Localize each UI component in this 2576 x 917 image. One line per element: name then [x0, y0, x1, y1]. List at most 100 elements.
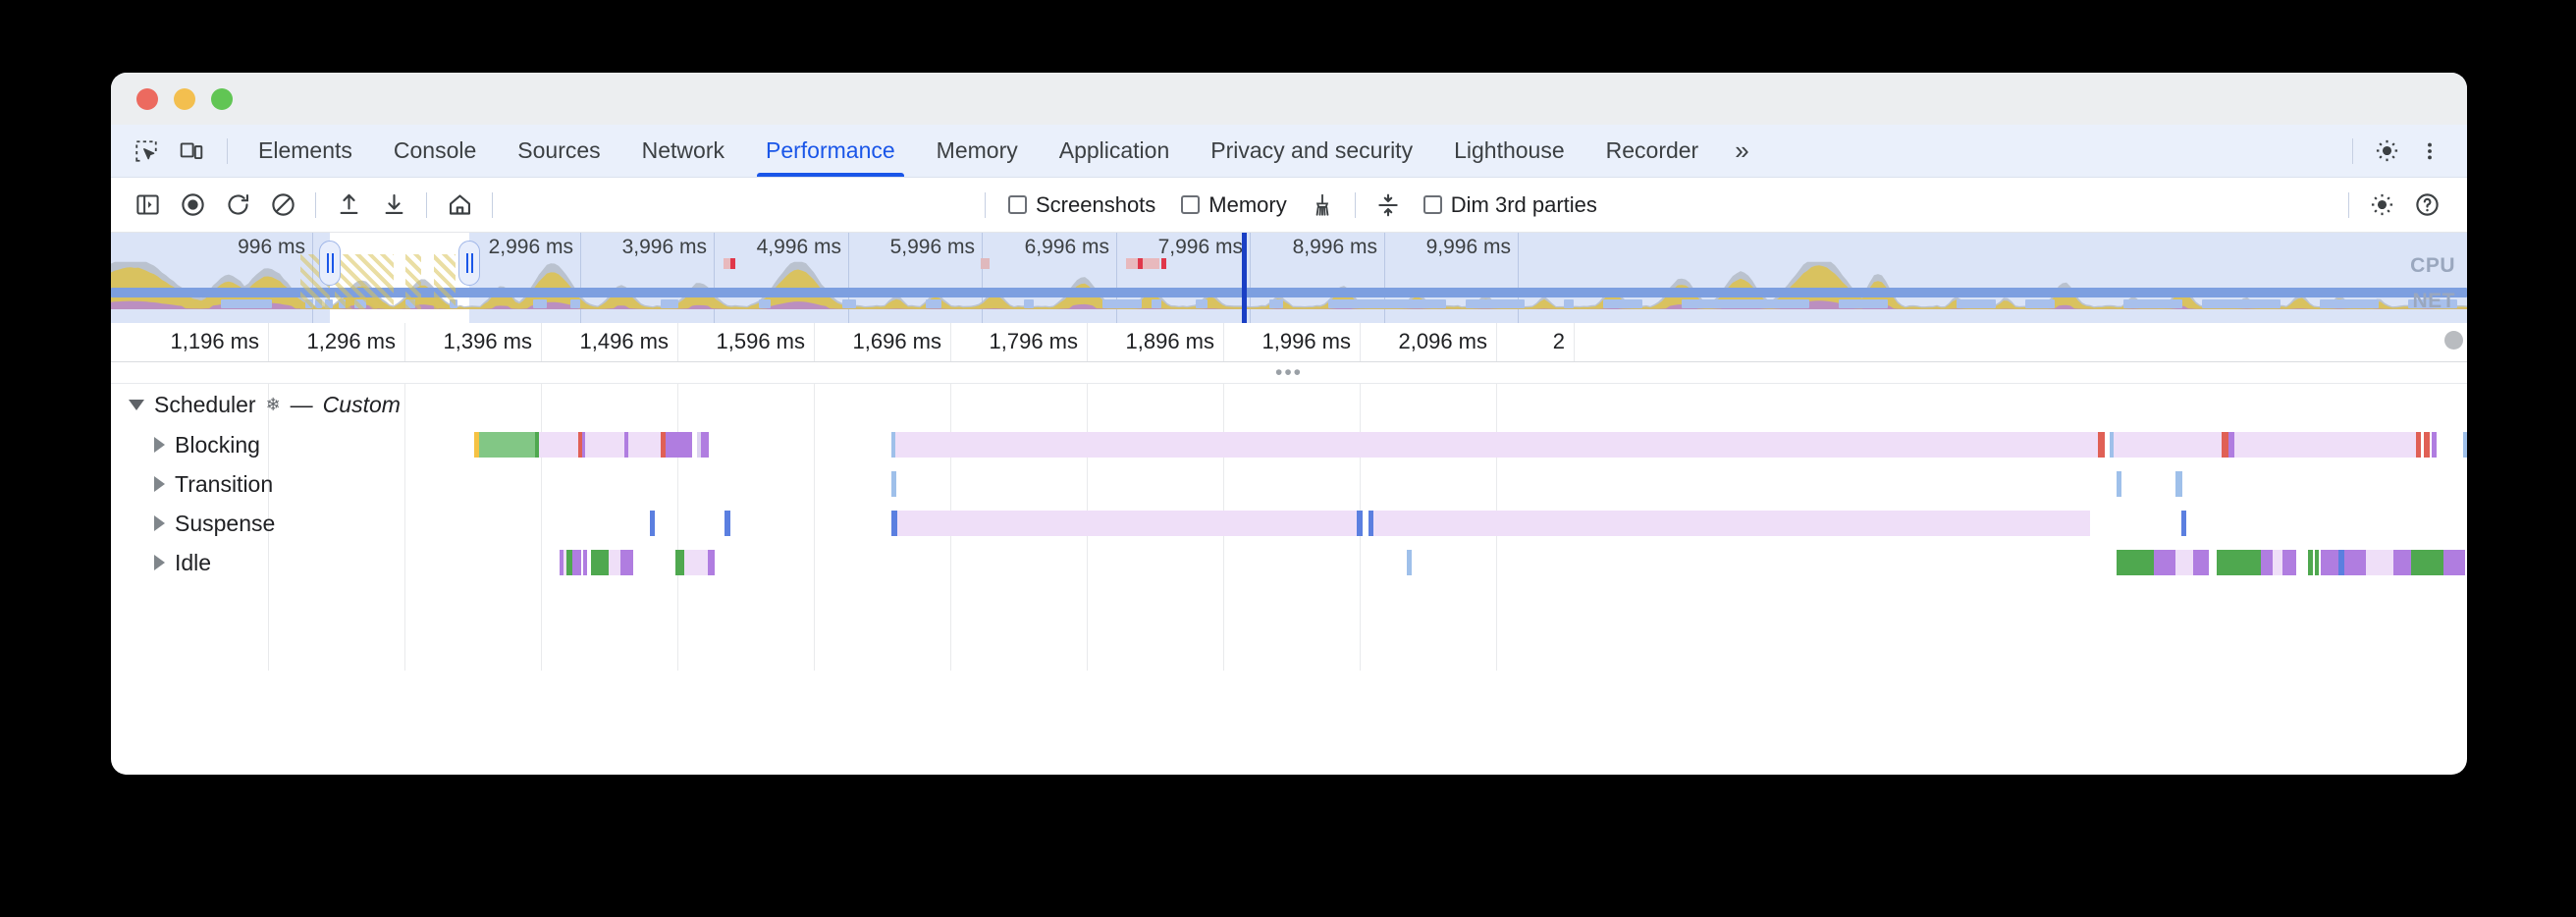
flame-bar[interactable] — [891, 511, 897, 536]
flame-bar[interactable] — [1357, 511, 1363, 536]
tab-memory[interactable]: Memory — [916, 125, 1039, 177]
flame-bar[interactable] — [2117, 550, 2154, 575]
flame-bar[interactable] — [628, 432, 661, 458]
inspect-element-icon[interactable] — [127, 132, 166, 171]
download-icon[interactable] — [371, 183, 416, 228]
flame-bar[interactable] — [650, 511, 655, 536]
flame-bar[interactable] — [684, 550, 708, 575]
panel-resizer[interactable]: ••• — [111, 361, 2467, 384]
flame-bar[interactable] — [2181, 511, 2186, 536]
chevron-right-icon[interactable] — [154, 476, 165, 492]
track-label-suspense[interactable]: Suspense — [111, 504, 275, 543]
flame-bar[interactable] — [2117, 471, 2121, 497]
flame-bar[interactable] — [2416, 432, 2421, 458]
flame-bar[interactable] — [897, 511, 1357, 536]
tab-console[interactable]: Console — [373, 125, 497, 177]
track-row-blocking[interactable]: Blocking — [111, 425, 2467, 464]
flame-bar[interactable] — [2273, 550, 2282, 575]
track-label-blocking[interactable]: Blocking — [111, 425, 260, 464]
flame-bar[interactable] — [535, 432, 539, 458]
track-label-transition[interactable]: Transition — [111, 464, 273, 504]
screenshots-checkbox[interactable]: Screenshots — [995, 192, 1168, 218]
flame-bar[interactable] — [891, 471, 896, 497]
tab-application[interactable]: Application — [1039, 125, 1191, 177]
flame-bar[interactable] — [2098, 432, 2105, 458]
flame-bar[interactable] — [2411, 550, 2443, 575]
reload-and-record-icon[interactable] — [215, 183, 260, 228]
flame-bar[interactable] — [2222, 432, 2228, 458]
flame-bar[interactable] — [583, 550, 587, 575]
flame-bar[interactable] — [2217, 550, 2261, 575]
flame-bar[interactable] — [572, 550, 581, 575]
track-group-label[interactable]: Scheduler ❄ — Custom — [111, 384, 401, 425]
flame-bar[interactable] — [578, 432, 582, 458]
timeline-overview[interactable]: 996 ms1,996 ms2,996 ms3,996 ms4,996 ms5,… — [111, 233, 2467, 323]
close-window-button[interactable] — [136, 87, 158, 110]
chevron-right-icon[interactable] — [154, 515, 165, 531]
upload-icon[interactable] — [326, 183, 371, 228]
tab-privacy-and-security[interactable]: Privacy and security — [1190, 125, 1433, 177]
maximize-window-button[interactable] — [211, 87, 233, 110]
overview-window-handle-right[interactable] — [458, 241, 480, 286]
flame-bar[interactable] — [620, 550, 633, 575]
flame-bar[interactable] — [2154, 550, 2175, 575]
flame-bar[interactable] — [624, 432, 628, 458]
flame-bar[interactable] — [2432, 432, 2437, 458]
flame-bar[interactable] — [2463, 432, 2467, 458]
home-icon[interactable] — [437, 183, 482, 228]
flame-bar[interactable] — [2443, 550, 2465, 575]
garbage-collect-broom-icon[interactable] — [1300, 183, 1345, 228]
flame-bar[interactable] — [2110, 432, 2114, 458]
flame-bar[interactable] — [2114, 432, 2222, 458]
more-tabs-button[interactable]: » — [1719, 125, 1764, 177]
flame-bar[interactable] — [539, 432, 578, 458]
tab-sources[interactable]: Sources — [497, 125, 620, 177]
chevron-right-icon[interactable] — [154, 555, 165, 570]
flame-bar[interactable] — [2393, 550, 2411, 575]
flame-bar[interactable] — [708, 550, 715, 575]
gear-icon[interactable] — [2359, 183, 2404, 228]
flame-bar[interactable] — [666, 432, 670, 458]
flame-bar[interactable] — [1368, 511, 1373, 536]
flame-bar[interactable] — [891, 432, 895, 458]
flame-chart-tracks[interactable]: Scheduler ❄ — Custom Blocking Transition — [111, 384, 2467, 671]
minimize-window-button[interactable] — [174, 87, 195, 110]
flame-bar[interactable] — [2344, 550, 2366, 575]
checkbox-box[interactable] — [1008, 195, 1027, 214]
memory-checkbox[interactable]: Memory — [1168, 192, 1299, 218]
overview-window-handle-left[interactable] — [319, 241, 341, 286]
flame-bar[interactable] — [2175, 471, 2182, 497]
flame-bar[interactable] — [2175, 550, 2193, 575]
tab-recorder[interactable]: Recorder — [1585, 125, 1720, 177]
help-icon[interactable] — [2404, 183, 2449, 228]
flame-bar[interactable] — [479, 432, 535, 458]
clear-icon[interactable] — [260, 183, 305, 228]
flame-bar[interactable] — [2308, 550, 2313, 575]
flame-bar[interactable] — [474, 432, 479, 458]
flame-bar[interactable] — [2193, 550, 2209, 575]
flame-bar[interactable] — [895, 432, 2098, 458]
gear-icon[interactable] — [2367, 132, 2406, 171]
tab-lighthouse[interactable]: Lighthouse — [1433, 125, 1585, 177]
track-row-transition[interactable]: Transition — [111, 464, 2467, 504]
scrollbar-thumb[interactable] — [2444, 331, 2463, 350]
track-row-suspense[interactable]: Suspense — [111, 504, 2467, 543]
flame-bar[interactable] — [2234, 432, 2416, 458]
collapse-tracks-icon[interactable] — [1366, 183, 1411, 228]
flame-bar[interactable] — [564, 550, 566, 575]
flame-bar[interactable] — [2338, 550, 2344, 575]
tab-elements[interactable]: Elements — [238, 125, 373, 177]
track-label-idle[interactable]: Idle — [111, 543, 211, 582]
dim-3rd-parties-checkbox[interactable]: Dim 3rd parties — [1411, 192, 1610, 218]
flame-bar[interactable] — [591, 550, 609, 575]
flame-bar[interactable] — [560, 550, 564, 575]
flame-bar[interactable] — [585, 432, 624, 458]
record-icon[interactable] — [170, 183, 215, 228]
flame-bar[interactable] — [1373, 511, 2090, 536]
flame-bar[interactable] — [675, 550, 684, 575]
flame-bar[interactable] — [2282, 550, 2296, 575]
flame-bar[interactable] — [724, 511, 730, 536]
track-row-idle[interactable]: Idle — [111, 543, 2467, 582]
flame-bar[interactable] — [2228, 432, 2234, 458]
more-options-icon[interactable] — [2410, 132, 2449, 171]
